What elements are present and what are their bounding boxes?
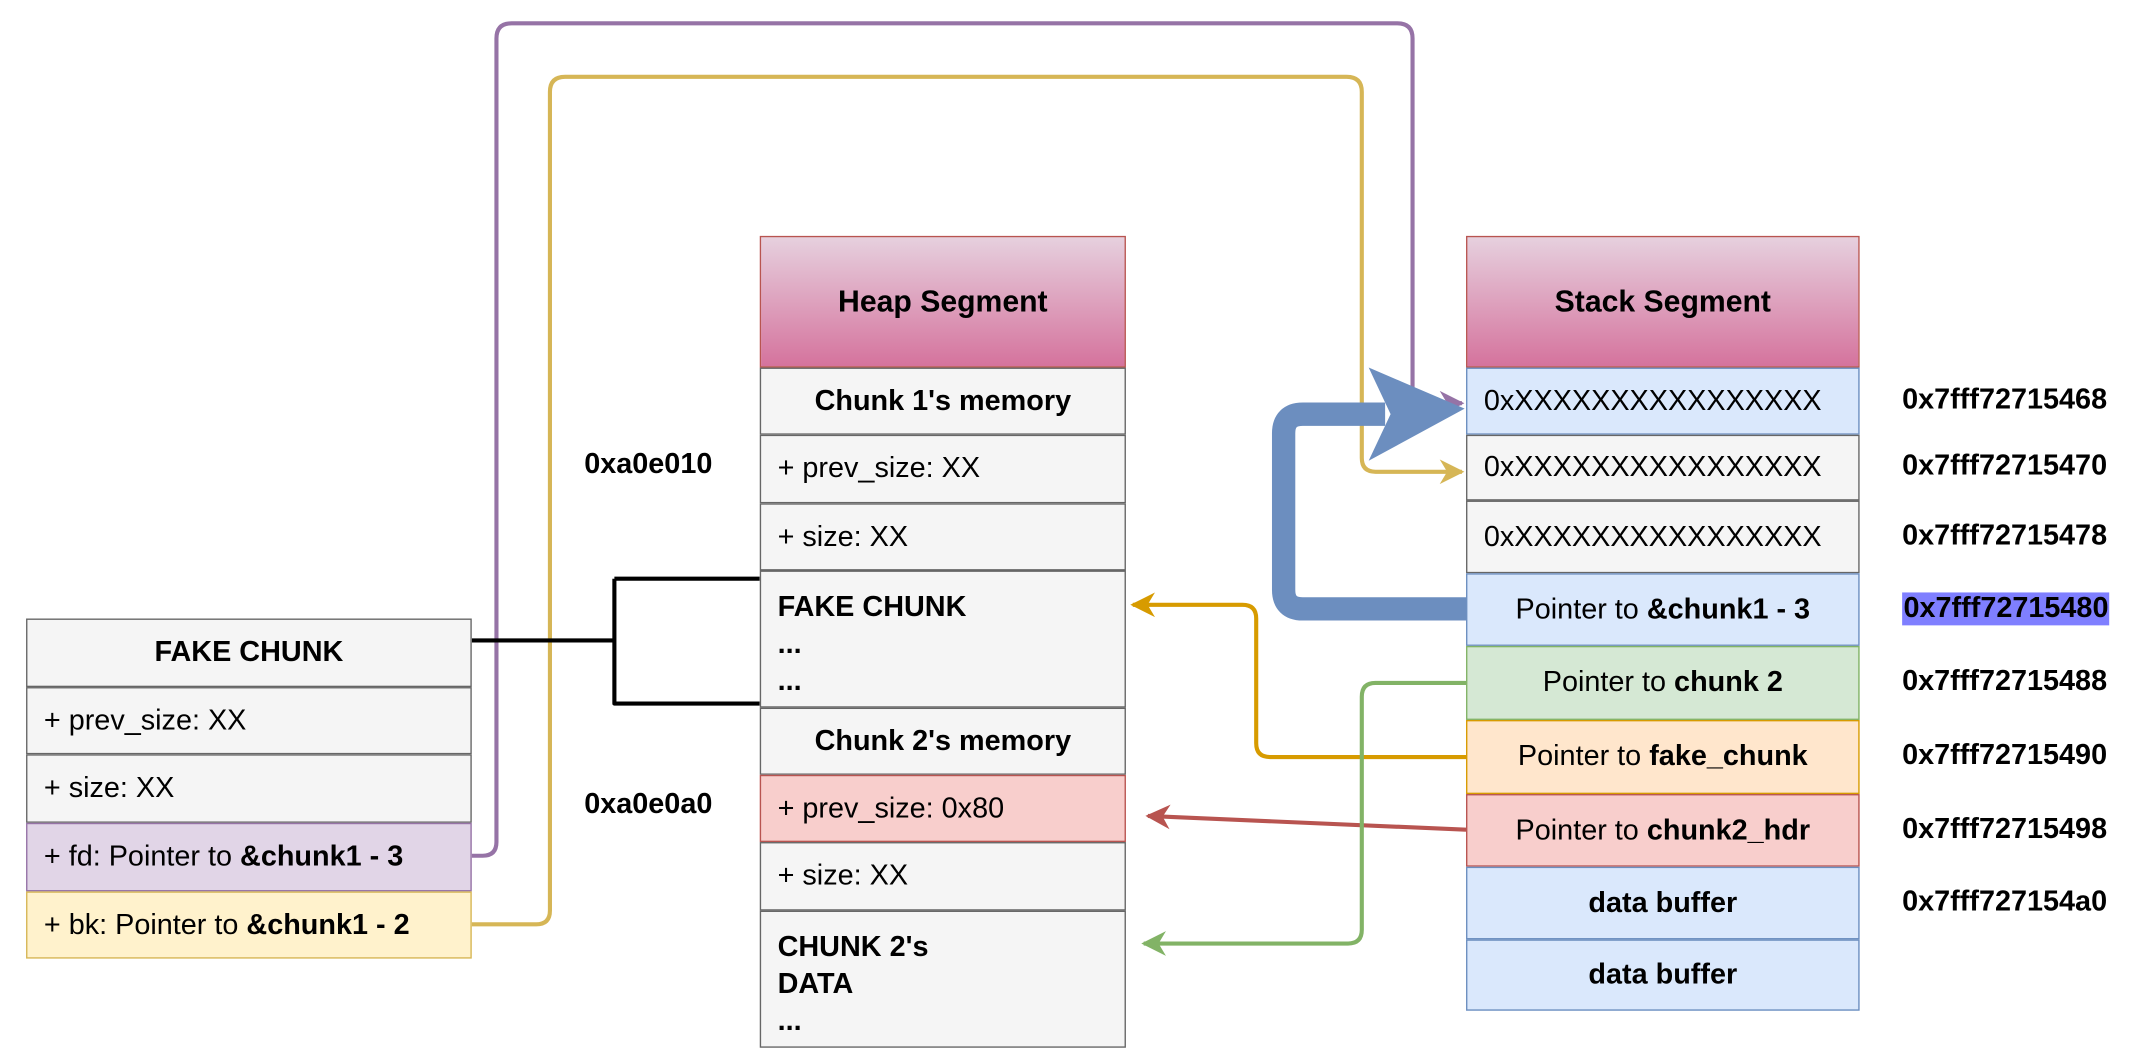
heap-row: + prev_size: 0x80 — [759, 774, 1126, 843]
fake-chunk-bracket-connector — [471, 576, 760, 706]
stack-row-text: 0xXXXXXXXXXXXXXXXX — [1483, 520, 1822, 552]
heap-row: Chunk 1's memory — [759, 367, 1126, 435]
fake-chunk-field-text: + bk: Pointer to — [43, 908, 247, 941]
stack-segment-title: Stack Segment — [1466, 235, 1860, 368]
stack-row-bold-text: &chunk1 - 3 — [1646, 593, 1811, 625]
heap-row: Chunk 2's memory — [759, 707, 1126, 775]
stack-row: 0xXXXXXXXXXXXXXXXX — [1466, 500, 1860, 574]
stack-address-label: 0x7fff72715498 — [1902, 812, 2108, 845]
heap-row-text: + size: XX — [777, 520, 909, 552]
fake-chunk-field: + bk: Pointer to &chunk1 - 2 — [26, 891, 472, 959]
heap-row-bold-text: Chunk 1's memory — [814, 384, 1072, 417]
bk-pointer-arrow — [471, 74, 1465, 927]
heap-row: CHUNK 2's DATA ... — [759, 910, 1126, 1048]
stack-address-label: 0x7fff72715468 — [1902, 383, 2108, 415]
heap-row: + size: XX — [759, 503, 1126, 571]
fake-chunk-field-bold-text: &chunk1 - 2 — [246, 908, 410, 941]
heap-address-label: 0xa0e010 — [584, 448, 713, 480]
stack-address-label: 0x7fff72715490 — [1902, 739, 2108, 771]
stack-row: Pointer to fake_chunk — [1466, 719, 1860, 795]
stack-row: 0xXXXXXXXXXXXXXXXX — [1466, 434, 1860, 501]
fake-chunk-field-bold-text: &chunk1 - 3 — [240, 840, 404, 873]
stack-row-bold-text: chunk2_hdr — [1646, 813, 1811, 846]
chunk2-pointer-arrow — [1141, 680, 1467, 956]
fake-chunk-field: + size: XX — [26, 754, 472, 823]
heap-row-bold-text: FAKE CHUNK ... ... — [777, 591, 967, 697]
stack-address-label: 0x7fff72715488 — [1902, 665, 2108, 697]
heap-row-text: + size: XX — [777, 859, 909, 892]
chunk2-hdr-pointer-arrow — [1145, 804, 1467, 832]
heap-row-bold-text: Chunk 2's memory — [814, 724, 1072, 757]
stack-row-bold-text: chunk 2 — [1674, 666, 1783, 699]
stack-row-bold-text: data buffer — [1588, 958, 1738, 991]
heap-row-text: + prev_size: XX — [777, 452, 981, 485]
fake-chunk-field: + prev_size: XX — [26, 687, 472, 755]
stack-row: Pointer to chunk 2 — [1466, 645, 1860, 720]
stack-row: Pointer to chunk2_hdr — [1466, 794, 1860, 867]
stack-row: data buffer — [1466, 866, 1860, 940]
stack-address-label: 0x7fff72715470 — [1902, 449, 2108, 482]
fake-chunk-field-text: + prev_size: XX — [43, 704, 247, 736]
fake-chunk-field-text: + fd: Pointer to — [43, 840, 241, 873]
heap-row: FAKE CHUNK ... ... — [759, 570, 1126, 708]
stack-row: data buffer — [1466, 939, 1860, 1011]
stack-row-bold-text: fake_chunk — [1649, 740, 1808, 773]
stack-address-label: 0x7fff727154a0 — [1902, 885, 2108, 917]
stack-row: 0xXXXXXXXXXXXXXXXX — [1466, 367, 1860, 435]
stack-row-text: Pointer to — [1542, 666, 1675, 699]
big-arrow-head-icon — [1368, 367, 1465, 461]
stack-address-label: 0x7fff72715480 — [1902, 591, 2110, 625]
stack-row: Pointer to &chunk1 - 3 — [1466, 573, 1860, 646]
stack-row-bold-text: data buffer — [1588, 886, 1738, 919]
fake-chunk-field: + fd: Pointer to &chunk1 - 3 — [26, 822, 472, 892]
heap-row-text: + prev_size: 0x80 — [777, 791, 1005, 824]
heap-segment-title: Heap Segment — [759, 235, 1126, 368]
heap-row-bold-text: CHUNK 2's DATA ... — [777, 931, 929, 1037]
heap-row: + prev_size: XX — [759, 434, 1126, 504]
stack-row-text: Pointer to — [1515, 813, 1647, 846]
fake-chunk-title: FAKE CHUNK — [26, 618, 472, 688]
stack-address-label: 0x7fff72715478 — [1902, 519, 2108, 551]
heap-row: + size: XX — [759, 842, 1126, 911]
stack-row-text: Pointer to — [1515, 593, 1647, 625]
fake-chunk-pointer-arrow — [1130, 592, 1467, 760]
stack-row-text: 0xXXXXXXXXXXXXXXXX — [1483, 384, 1822, 417]
stack-row-text: 0xXXXXXXXXXXXXXXXX — [1483, 451, 1822, 483]
fake-chunk-field-text: + size: XX — [43, 772, 175, 804]
heap-address-label: 0xa0e0a0 — [584, 787, 713, 820]
stack-row-text: Pointer to — [1517, 740, 1650, 773]
chunk1-pointer-big-arrow — [1271, 402, 1467, 621]
